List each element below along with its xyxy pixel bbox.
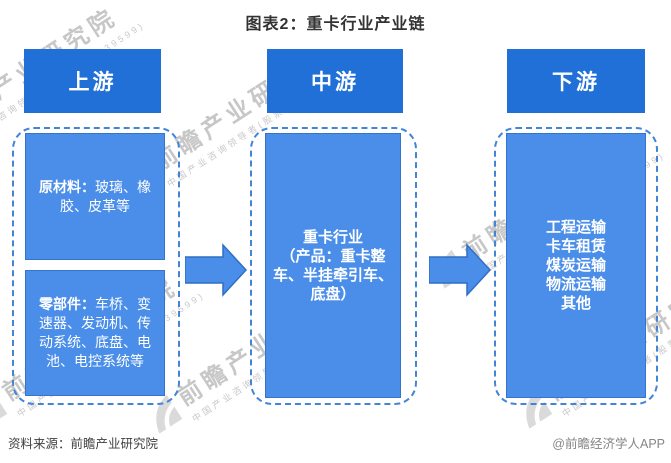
arrow-upstream-to-midstream-icon	[185, 243, 247, 297]
downstream-box-applications: 工程运输 卡车租赁 煤炭运输 物流运输 其他	[506, 133, 646, 398]
raw-materials-label: 原材料：	[39, 178, 95, 195]
header-downstream: 下游	[507, 49, 645, 113]
credit-note: @前瞻经济学人APP	[552, 437, 665, 451]
application-item: 其他	[560, 295, 591, 312]
midstream-box-industry: 重卡行业 （产品：重卡整车、半挂牵引车、底盘）	[265, 133, 401, 398]
components-desc: 车桥、变速器、发动机、传动系统、底盘、电池、电控系统等	[39, 296, 151, 369]
components-label: 零部件：	[39, 296, 95, 312]
chart-title: 图表2：重卡行业产业链	[245, 16, 426, 33]
upstream-group: 原材料：玻璃、橡胶、皮革等 零部件：车桥、变速器、发动机、传动系统、底盘、电池、…	[12, 127, 180, 405]
upstream-box-components: 零部件：车桥、变速器、发动机、传动系统、底盘、电池、电控系统等	[25, 270, 165, 396]
components-text: 零部件：车桥、变速器、发动机、传动系统、底盘、电池、电控系统等	[26, 295, 164, 371]
footer: 资料来源：前瞻产业研究院 @前瞻经济学人APP	[8, 433, 665, 453]
application-item: 卡车租赁	[545, 238, 606, 255]
application-item: 工程运输	[545, 219, 606, 236]
industry-name: 重卡行业	[302, 228, 363, 246]
applications-text: 工程运输 卡车租赁 煤炭运输 物流运输 其他	[546, 218, 606, 313]
source-note: 资料来源：前瞻产业研究院	[8, 437, 159, 451]
header-midstream: 中游	[267, 49, 403, 113]
arrow-midstream-to-downstream-icon	[429, 243, 491, 297]
raw-materials-desc: 玻璃、橡胶、皮革等	[60, 178, 151, 214]
upstream-box-raw-materials: 原材料：玻璃、橡胶、皮革等	[25, 133, 165, 260]
application-item: 煤炭运输	[545, 257, 606, 274]
downstream-group: 工程运输 卡车租赁 煤炭运输 物流运输 其他	[494, 127, 658, 405]
midstream-group: 重卡行业 （产品：重卡整车、半挂牵引车、底盘）	[250, 127, 417, 405]
industry-products: （产品：重卡整车、半挂牵引车、底盘）	[272, 247, 393, 303]
industry-text: 重卡行业 （产品：重卡整车、半挂牵引车、底盘）	[266, 228, 400, 304]
raw-materials-text: 原材料：玻璃、橡胶、皮革等	[26, 178, 164, 216]
header-upstream: 上游	[24, 49, 161, 113]
qianzhan-fan-logo-icon	[0, 387, 12, 435]
application-item: 物流运输	[545, 276, 606, 293]
